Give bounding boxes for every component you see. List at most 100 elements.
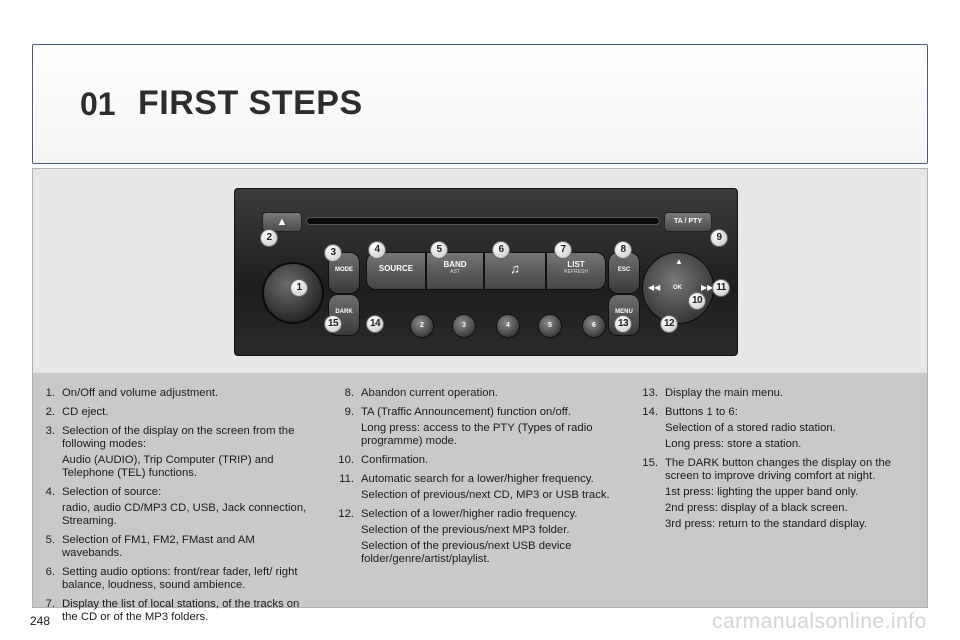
legend-item: 5. Selection of FM1, FM2, FMast and AM wa…: [40, 534, 318, 563]
legend-column-2: 8. Abandon current operation. 9. TA (Traffi…: [330, 387, 614, 572]
legend-item: 14. Buttons 1 to 6:Selection of a stored …: [634, 406, 916, 454]
ok-label: OK: [673, 285, 682, 291]
legend-column-1: 1. On/Off and volume adjustment. 2.CD ejec…: [40, 387, 318, 630]
navigation-dpad: ▲ ◀◀ OK ▶▶: [642, 252, 714, 324]
callout-12: 12: [660, 315, 678, 333]
legend-item-line: Display the list of local stations, of t…: [62, 598, 300, 623]
legend-item-number: 8.: [344, 387, 354, 399]
legend-item-text: Setting audio options: front/rear fader,…: [62, 566, 318, 595]
legend-item-number: 3.: [45, 425, 55, 437]
legend-item-line: Abandon current operation.: [361, 387, 498, 399]
legend-item-text: Automatic search for a lower/higher freq…: [361, 473, 614, 505]
legend-item: 15. The DARK button changes the display o…: [634, 457, 916, 534]
preset-button-2: 2: [410, 314, 434, 338]
legend-item-text: Abandon current operation.: [361, 387, 614, 403]
preset-button-4: 4: [496, 314, 520, 338]
callout-7: 7: [554, 241, 572, 259]
legend-item-line: CD eject.: [62, 406, 109, 418]
legend-item-number: 13.: [642, 387, 658, 399]
legend-item: 9. TA (Traffic Announcement) function on/…: [330, 406, 614, 451]
legend-item-line: Selection of a lower/higher radio freque…: [361, 508, 578, 520]
legend-item: 1. On/Off and volume adjustment.: [40, 387, 318, 403]
eject-icon: ▲: [262, 212, 302, 232]
band-sub-label: AST: [450, 269, 460, 275]
legend-item-text: Confirmation.: [361, 454, 614, 470]
legend-item-number: 15.: [642, 457, 658, 469]
legend-item-line: Automatic search for a lower/higher freq…: [361, 473, 594, 485]
legend-item-line: TA (Traffic Announcement) function on/of…: [361, 406, 571, 418]
callout-11: 11: [712, 279, 730, 297]
callout-15: 15: [324, 315, 342, 333]
legend-item-line: Selection of the previous/next MP3 folde…: [361, 524, 570, 536]
legend-item-line: Selection of source:: [62, 486, 162, 498]
legend-item-number: 5.: [45, 534, 55, 546]
legend-item-line: Setting audio options: front/rear fader,…: [62, 566, 298, 591]
list-label: LIST: [567, 260, 585, 269]
legend-item-text: Display the list of local stations, of t…: [62, 598, 318, 627]
legend-item-number: 6.: [45, 566, 55, 578]
preset-button-3: 3: [452, 314, 476, 338]
legend-item-number: 4.: [45, 486, 55, 498]
legend-item: 3. Selection of the display on the screen…: [40, 425, 318, 483]
legend-item-line: On/Off and volume adjustment.: [62, 387, 219, 399]
legend-item: 12. Selection of a lower/higher radio fre…: [330, 508, 614, 569]
legend-item-number: 14.: [642, 406, 658, 418]
legend-item-text: On/Off and volume adjustment.: [62, 387, 318, 403]
legend-item-number: 11.: [339, 473, 354, 485]
callout-4: 4: [368, 241, 386, 259]
menu-label: MENU: [615, 309, 633, 315]
seek-forward-icon: ▶▶: [701, 283, 714, 292]
callout-9: 9: [710, 229, 728, 247]
legend-item-line: Selection of a stored radio station.: [665, 422, 836, 434]
legend-item-number: 9.: [344, 406, 354, 418]
esc-button: ESC: [608, 252, 640, 294]
callout-3: 3: [324, 244, 342, 262]
page-number: 248: [30, 614, 51, 628]
legend-item-number: 7.: [45, 598, 55, 610]
callout-14: 14: [366, 315, 384, 333]
legend-item: 8. Abandon current operation.: [330, 387, 614, 403]
legend-item: 7. Display the list of local stations, of…: [40, 598, 318, 627]
seek-back-icon: ◀◀: [648, 283, 661, 292]
legend-item-line: The DARK button changes the display on t…: [665, 457, 892, 482]
legend-item-line: Selection of previous/next CD, MP3 or US…: [361, 489, 610, 501]
header-box: [32, 44, 928, 164]
legend-item-line: Long press: access to the PTY (Types of …: [361, 422, 593, 447]
callout-13: 13: [614, 315, 632, 333]
callout-5: 5: [430, 241, 448, 259]
ta-pty-button: TA / PTY: [664, 212, 712, 232]
legend-column-3: 13.Display the main menu. 14. Buttons 1 to…: [634, 387, 916, 537]
legend-item-number: 1.: [45, 387, 55, 399]
preset-button-6: 6: [582, 314, 606, 338]
legend-item: 11. Automatic search for a lower/higher f…: [330, 473, 614, 505]
page-title: FIRST STEPS: [138, 84, 363, 122]
legend-item-line: 3rd press: return to the standard displa…: [665, 518, 867, 530]
legend-item: 6. Setting audio options: front/rear fade…: [40, 566, 318, 595]
legend-item: 2.CD eject.: [40, 406, 318, 422]
legend-item: 4. Selection of source:radio, audio CD/MP…: [40, 486, 318, 531]
legend-item-line: Audio (AUDIO), Trip Computer (TRIP) and …: [62, 454, 274, 479]
legend-item-line: Long press: store a station.: [665, 438, 802, 450]
legend-item-text: Buttons 1 to 6:Selection of a stored rad…: [665, 406, 916, 454]
legend-item-number: 12.: [338, 508, 354, 520]
legend-item: 10.Confirmation.: [330, 454, 614, 470]
legend-item: 13.Display the main menu.: [634, 387, 916, 403]
callout-2: 2: [260, 229, 278, 247]
legend-item-text: Selection of source:radio, audio CD/MP3 …: [62, 486, 318, 531]
legend-item-line: Selection of FM1, FM2, FMast and AM wave…: [62, 534, 255, 559]
legend-item-text: The DARK button changes the display on t…: [665, 457, 916, 534]
legend-item-line: 1st press: lighting the upper band only.: [665, 486, 859, 498]
callout-8: 8: [614, 241, 632, 259]
chapter-number: 01: [80, 86, 116, 122]
legend-item-line: Selection of the display on the screen f…: [62, 425, 295, 450]
legend-item-line: Selection of the previous/next USB devic…: [361, 540, 572, 565]
audio-settings-button: ♫: [484, 252, 546, 290]
preset-button-5: 5: [538, 314, 562, 338]
legend-item-text: Selection of a lower/higher radio freque…: [361, 508, 614, 569]
cd-slot: [306, 217, 660, 225]
watermark: carmanualsonline.info: [712, 610, 927, 633]
source-label: SOURCE: [378, 264, 414, 273]
legend-item-text: Selection of FM1, FM2, FMast and AM wave…: [62, 534, 318, 563]
band-label: BAND: [443, 260, 467, 269]
